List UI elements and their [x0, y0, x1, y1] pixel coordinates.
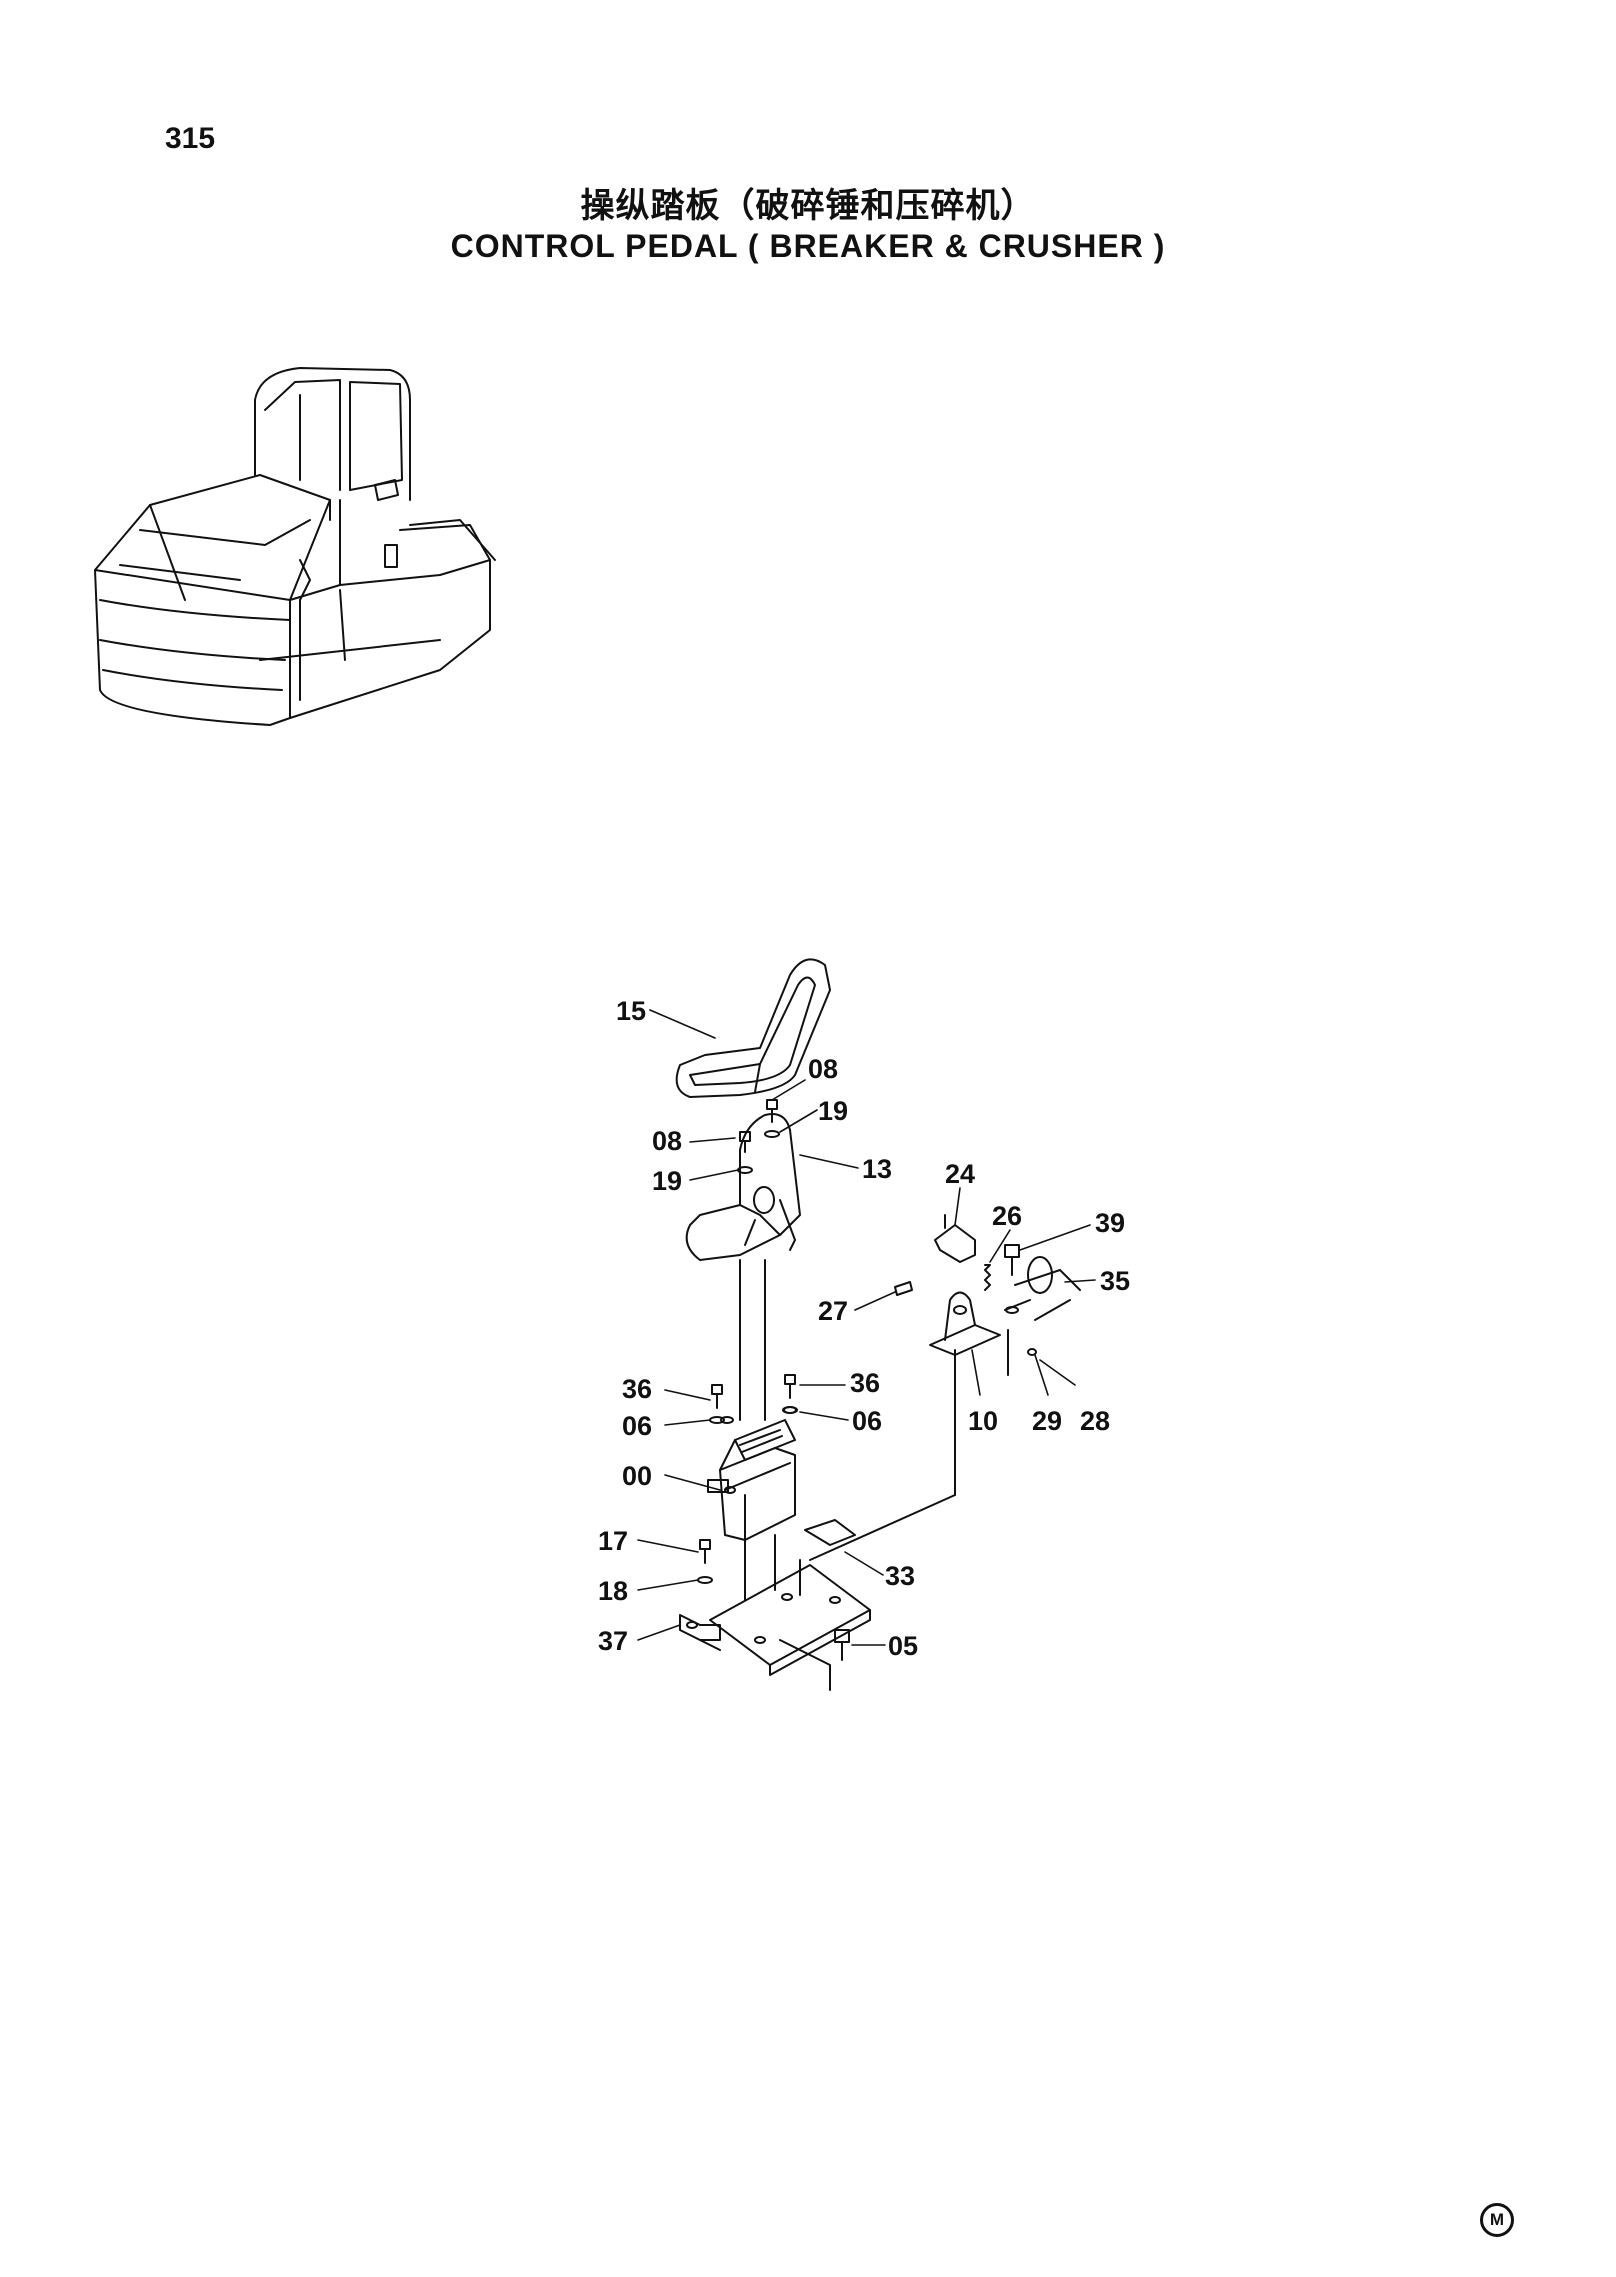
callout-27: 27	[818, 1296, 848, 1326]
callout-13: 13	[862, 1154, 892, 1184]
excavator-overview-drawing	[94, 367, 496, 726]
callout-39: 39	[1095, 1208, 1125, 1238]
pedal-pad	[675, 958, 831, 1098]
callout-28: 28	[1080, 1406, 1110, 1436]
callout-24: 24	[945, 1159, 975, 1189]
callout-05: 05	[888, 1631, 918, 1661]
callout-18: 18	[598, 1576, 628, 1606]
pedal-plate	[685, 1113, 801, 1261]
callout-labels: 15 08 19 08 19 13 24 26 39 35 27 36 36 0…	[598, 996, 1130, 1661]
page-title-chinese: 操纵踏板（破碎锤和压碎机）	[580, 186, 1036, 226]
callout-17: 17	[598, 1526, 628, 1556]
callout-06b: 06	[852, 1406, 882, 1436]
callout-08a: 08	[808, 1054, 838, 1084]
callout-10: 10	[968, 1406, 998, 1436]
pedal-valve	[707, 1259, 797, 1541]
valve-bolts	[697, 1374, 850, 1661]
callout-26: 26	[992, 1201, 1022, 1231]
callout-08b: 08	[652, 1126, 682, 1156]
base-plate	[679, 1349, 956, 1691]
callout-06a: 06	[622, 1411, 652, 1441]
page-title-english: CONTROL PEDAL ( BREAKER & CRUSHER )	[450, 228, 1166, 264]
page-number: 315	[165, 122, 216, 155]
callout-00: 00	[622, 1461, 652, 1491]
callout-35: 35	[1100, 1266, 1130, 1296]
leader-lines	[637, 1009, 1096, 1646]
callout-36b: 36	[850, 1368, 880, 1398]
lock-bracket-assembly	[894, 1214, 1081, 1376]
callout-15: 15	[616, 996, 646, 1026]
callout-37: 37	[598, 1626, 628, 1656]
callout-19b: 19	[652, 1166, 682, 1196]
callout-29: 29	[1032, 1406, 1062, 1436]
callout-36a: 36	[622, 1374, 652, 1404]
corner-mark: M	[1480, 2203, 1514, 2237]
callout-33: 33	[885, 1561, 915, 1591]
callout-19a: 19	[818, 1096, 848, 1126]
